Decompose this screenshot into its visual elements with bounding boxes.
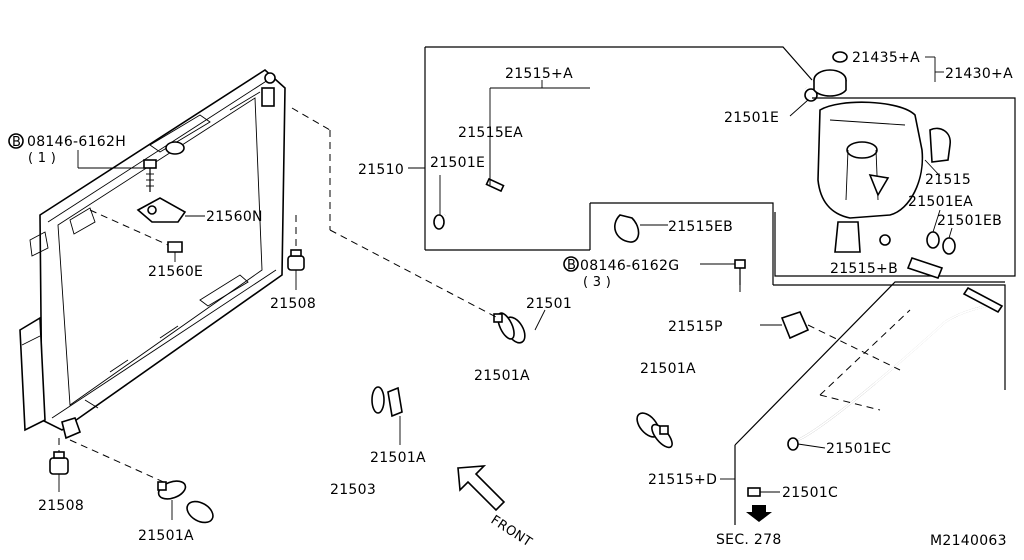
reservoir-hose-box — [408, 46, 818, 251]
sec-arrow-icon — [746, 505, 772, 522]
front-label: FRONT — [488, 513, 535, 551]
label-reservoir-hose-clamp: 21501E — [430, 155, 485, 171]
label-reservoir-assembly: 21510 — [358, 162, 404, 178]
label-bolt-bracket-qty: ( 3 ) — [583, 275, 611, 290]
label-cap-seal: 21435+A — [852, 50, 920, 66]
label-reservoir-hose-clip: 21515EA — [458, 125, 523, 141]
label-upper-hose-clamp-b: 21501A — [640, 361, 696, 377]
label-tank-clamp-eb: 21501EB — [937, 213, 1002, 229]
label-tank-hose-b: 21515+B — [830, 261, 898, 277]
label-bolt-radiator-pn: 08146-6162H — [27, 134, 126, 150]
label-upper-hose: 21501 — [526, 296, 572, 312]
label-clamp-ec: 21501EC — [826, 441, 891, 457]
reservoir-cap — [813, 51, 944, 97]
label-lower-hose-clamp-a: 21501A — [138, 528, 194, 544]
label-mount-upper: 21508 — [270, 296, 316, 312]
label-bolt-bracket-pn: 08146-6162G — [580, 258, 679, 274]
mount-upper — [287, 215, 305, 290]
label-lower-hose: 21503 — [330, 482, 376, 498]
tank-clamps — [906, 209, 956, 279]
radiator — [19, 68, 286, 440]
mount-lower — [49, 438, 69, 492]
bolt-symbol-g: B — [567, 258, 576, 273]
label-section-ref: SEC. 278 — [716, 532, 782, 548]
label-bolt-radiator-qty: ( 1 ) — [28, 151, 56, 166]
label-clip-p: 21515P — [668, 319, 723, 335]
label-mount-lower: 21508 — [38, 498, 84, 514]
reservoir-tank — [774, 97, 1016, 277]
bolt-symbol-icon — [563, 256, 579, 272]
label-upper-hose-clamp-a: 21501A — [474, 368, 530, 384]
bracket-21560N — [89, 197, 205, 262]
label-hose-d: 21515+D — [648, 472, 717, 488]
label-lower-hose-clamp-b: 21501A — [370, 450, 426, 466]
label-clip-eb: 21515EB — [668, 219, 733, 235]
hose-21515D — [720, 281, 1005, 525]
label-tank-clamp-ea: 21501EA — [908, 194, 973, 210]
clip-21515EB — [589, 202, 1006, 390]
label-reservoir-tank: 21515 — [925, 172, 971, 188]
label-cap-assembly: 21430+A — [945, 66, 1013, 82]
upper-hose — [291, 107, 673, 449]
label-reservoir-hose-group: 21515+A — [505, 66, 573, 82]
bolt-radiator — [77, 150, 157, 192]
bolt-symbol-h: B — [12, 135, 21, 150]
bolt-bracket — [700, 259, 746, 295]
label-clamp-c: 21501C — [782, 485, 838, 501]
label-bracket: 21560N — [206, 209, 263, 225]
label-bracket-nut: 21560E — [148, 264, 203, 280]
front-arrow-icon — [457, 465, 506, 512]
label-reservoir-hose-clamp-2: 21501E — [724, 110, 779, 126]
bolt-symbol-icon — [8, 133, 24, 149]
label-diagram-id: M2140063 — [930, 533, 1007, 549]
lower-hose — [69, 382, 403, 524]
